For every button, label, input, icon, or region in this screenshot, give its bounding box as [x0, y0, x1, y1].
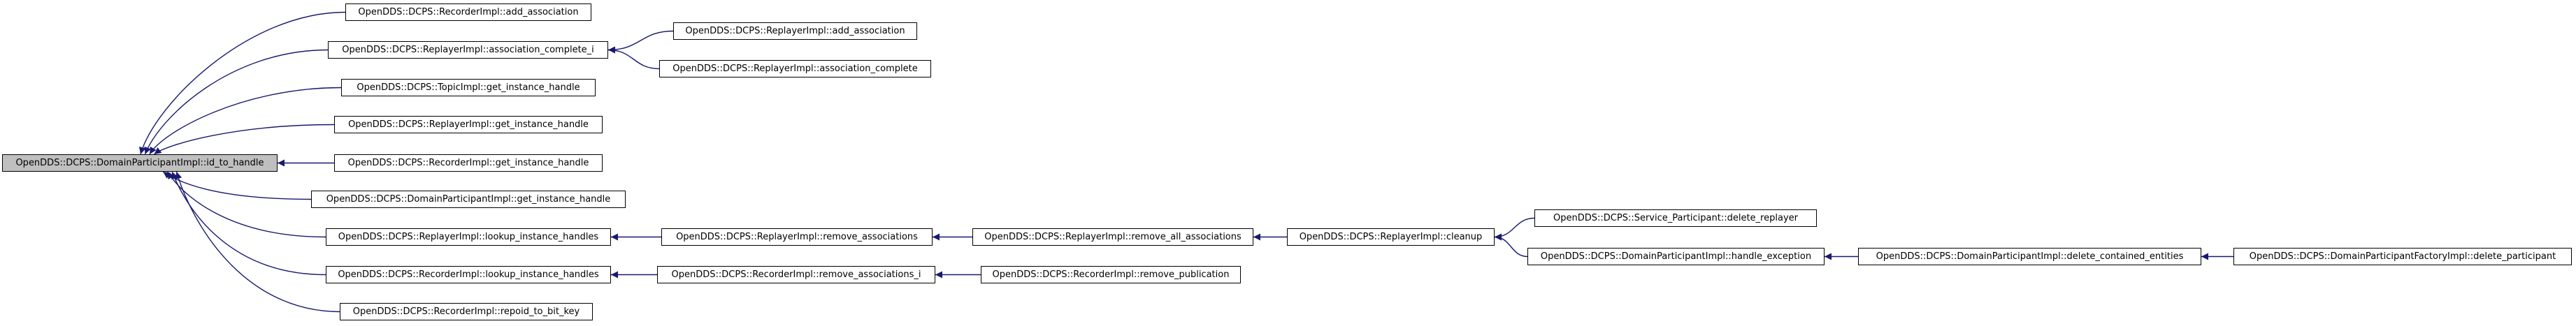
edge-n14-to-n12: [1494, 233, 1528, 258]
node-replayer-cleanup[interactable]: OpenDDS::DCPS::ReplayerImpl::cleanup: [1287, 228, 1495, 246]
node-recorder-repoid-to-bit-key[interactable]: OpenDDS::DCPS::RecorderImpl::repoid_to_b…: [340, 303, 593, 320]
edge-n4-to-n2: [607, 46, 660, 70]
node-replayer-lookup-instance-handles[interactable]: OpenDDS::DCPS::ReplayerImpl::lookup_inst…: [326, 228, 611, 246]
node-participant-delete-contained-entities[interactable]: OpenDDS::DCPS::DomainParticipantImpl::de…: [1858, 248, 2201, 265]
edge-n13-to-n12: [1494, 217, 1535, 241]
edge-n5-to-n0: [149, 87, 342, 155]
node-recorder-remove-publication[interactable]: OpenDDS::DCPS::RecorderImpl::remove_publ…: [981, 266, 1241, 283]
node-replayer-add-association[interactable]: OpenDDS::DCPS::ReplayerImpl::add_associa…: [673, 22, 917, 40]
node-factory-delete-participant[interactable]: OpenDDS::DCPS::DomainParticipantFactoryI…: [2233, 248, 2572, 265]
node-recorder-add-association[interactable]: OpenDDS::DCPS::RecorderImpl::add_associa…: [345, 3, 591, 21]
node-participant-get-instance-handle[interactable]: OpenDDS::DCPS::DomainParticipantImpl::ge…: [311, 191, 626, 208]
node-topic-get-instance-handle[interactable]: OpenDDS::DCPS::TopicImpl::get_instance_h…: [341, 79, 596, 96]
node-recorder-lookup-instance-handles[interactable]: OpenDDS::DCPS::RecorderImpl::lookup_inst…: [326, 266, 611, 283]
node-replayer-get-instance-handle[interactable]: OpenDDS::DCPS::ReplayerImpl::get_instanc…: [334, 116, 603, 133]
edge-n1-to-n0: [138, 11, 346, 155]
node-replayer-association-complete-i[interactable]: OpenDDS::DCPS::ReplayerImpl::association…: [328, 41, 608, 59]
node-replayer-remove-all-associations[interactable]: OpenDDS::DCPS::ReplayerImpl::remove_all_…: [972, 228, 1253, 246]
edge-n17-to-n0: [171, 171, 326, 276]
node-service-participant-delete-replayer[interactable]: OpenDDS::DCPS::Service_Participant::dele…: [1534, 209, 1817, 227]
node-recorder-remove-associations-i[interactable]: OpenDDS::DCPS::RecorderImpl::remove_asso…: [657, 266, 935, 283]
node-id-to-handle: OpenDDS::DCPS::DomainParticipantImpl::id…: [2, 154, 278, 172]
node-recorder-get-instance-handle[interactable]: OpenDDS::DCPS::RecorderImpl::get_instanc…: [334, 154, 603, 172]
edge-n20-to-n0: [175, 171, 340, 313]
node-replayer-remove-associations[interactable]: OpenDDS::DCPS::ReplayerImpl::remove_asso…: [661, 228, 933, 246]
edge-n2-to-n0: [144, 49, 329, 155]
edge-n3-to-n2: [607, 30, 674, 54]
edge-n9-to-n0: [167, 171, 326, 238]
node-replayer-association-complete[interactable]: OpenDDS::DCPS::ReplayerImpl::association…: [659, 60, 931, 77]
node-participant-handle-exception[interactable]: OpenDDS::DCPS::DomainParticipantImpl::ha…: [1527, 248, 1825, 265]
edge-n6-to-n0: [153, 124, 335, 155]
